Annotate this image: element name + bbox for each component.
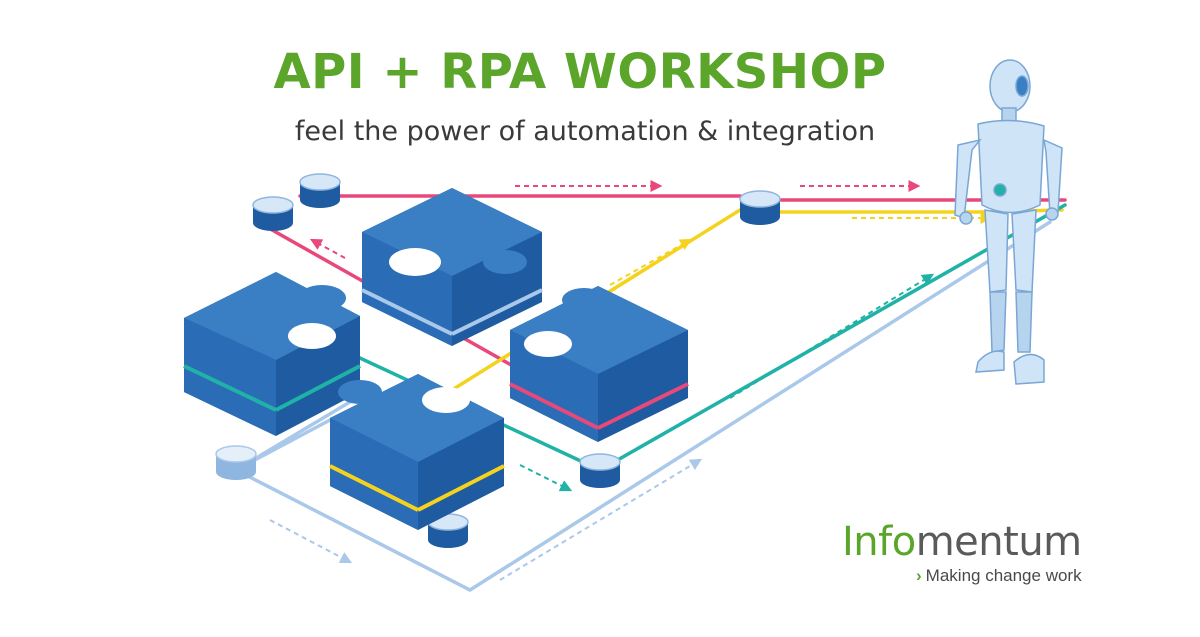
puzzle-pieces <box>183 188 689 530</box>
robot-torso <box>977 119 1045 214</box>
brand-name-part2: mentum <box>915 519 1082 565</box>
node <box>252 196 294 231</box>
brand-logo: Infomentum ›Making change work <box>842 520 1092 586</box>
flow-arrow <box>519 464 573 492</box>
robot-illustration <box>954 59 1063 385</box>
brand-tagline: ›Making change work <box>842 566 1092 586</box>
magenta-line <box>298 194 1067 202</box>
flow-arrow <box>729 273 935 399</box>
nodes <box>215 173 781 548</box>
puzzle-piece <box>329 374 505 530</box>
node <box>579 453 621 488</box>
puzzle-piece <box>509 286 689 442</box>
page-title: API + RPA WORKSHOP <box>273 44 887 100</box>
node <box>427 513 469 548</box>
flow-arrow <box>269 519 353 564</box>
chevron-right-icon: › <box>916 566 922 585</box>
flow-arrow <box>499 458 703 581</box>
brand-name-part1: Info <box>842 519 916 565</box>
flow-arrow <box>309 238 346 259</box>
brand-tagline-text: Making change work <box>925 566 1082 585</box>
flow-arrow <box>609 238 693 286</box>
puzzle-piece <box>361 188 543 346</box>
flow-arrows <box>269 180 993 581</box>
brand-name: Infomentum <box>842 520 1092 564</box>
node <box>299 173 341 208</box>
node <box>215 445 257 480</box>
page-subtitle: feel the power of automation & integrati… <box>294 116 876 147</box>
node <box>739 190 781 225</box>
puzzle-piece <box>183 272 361 436</box>
